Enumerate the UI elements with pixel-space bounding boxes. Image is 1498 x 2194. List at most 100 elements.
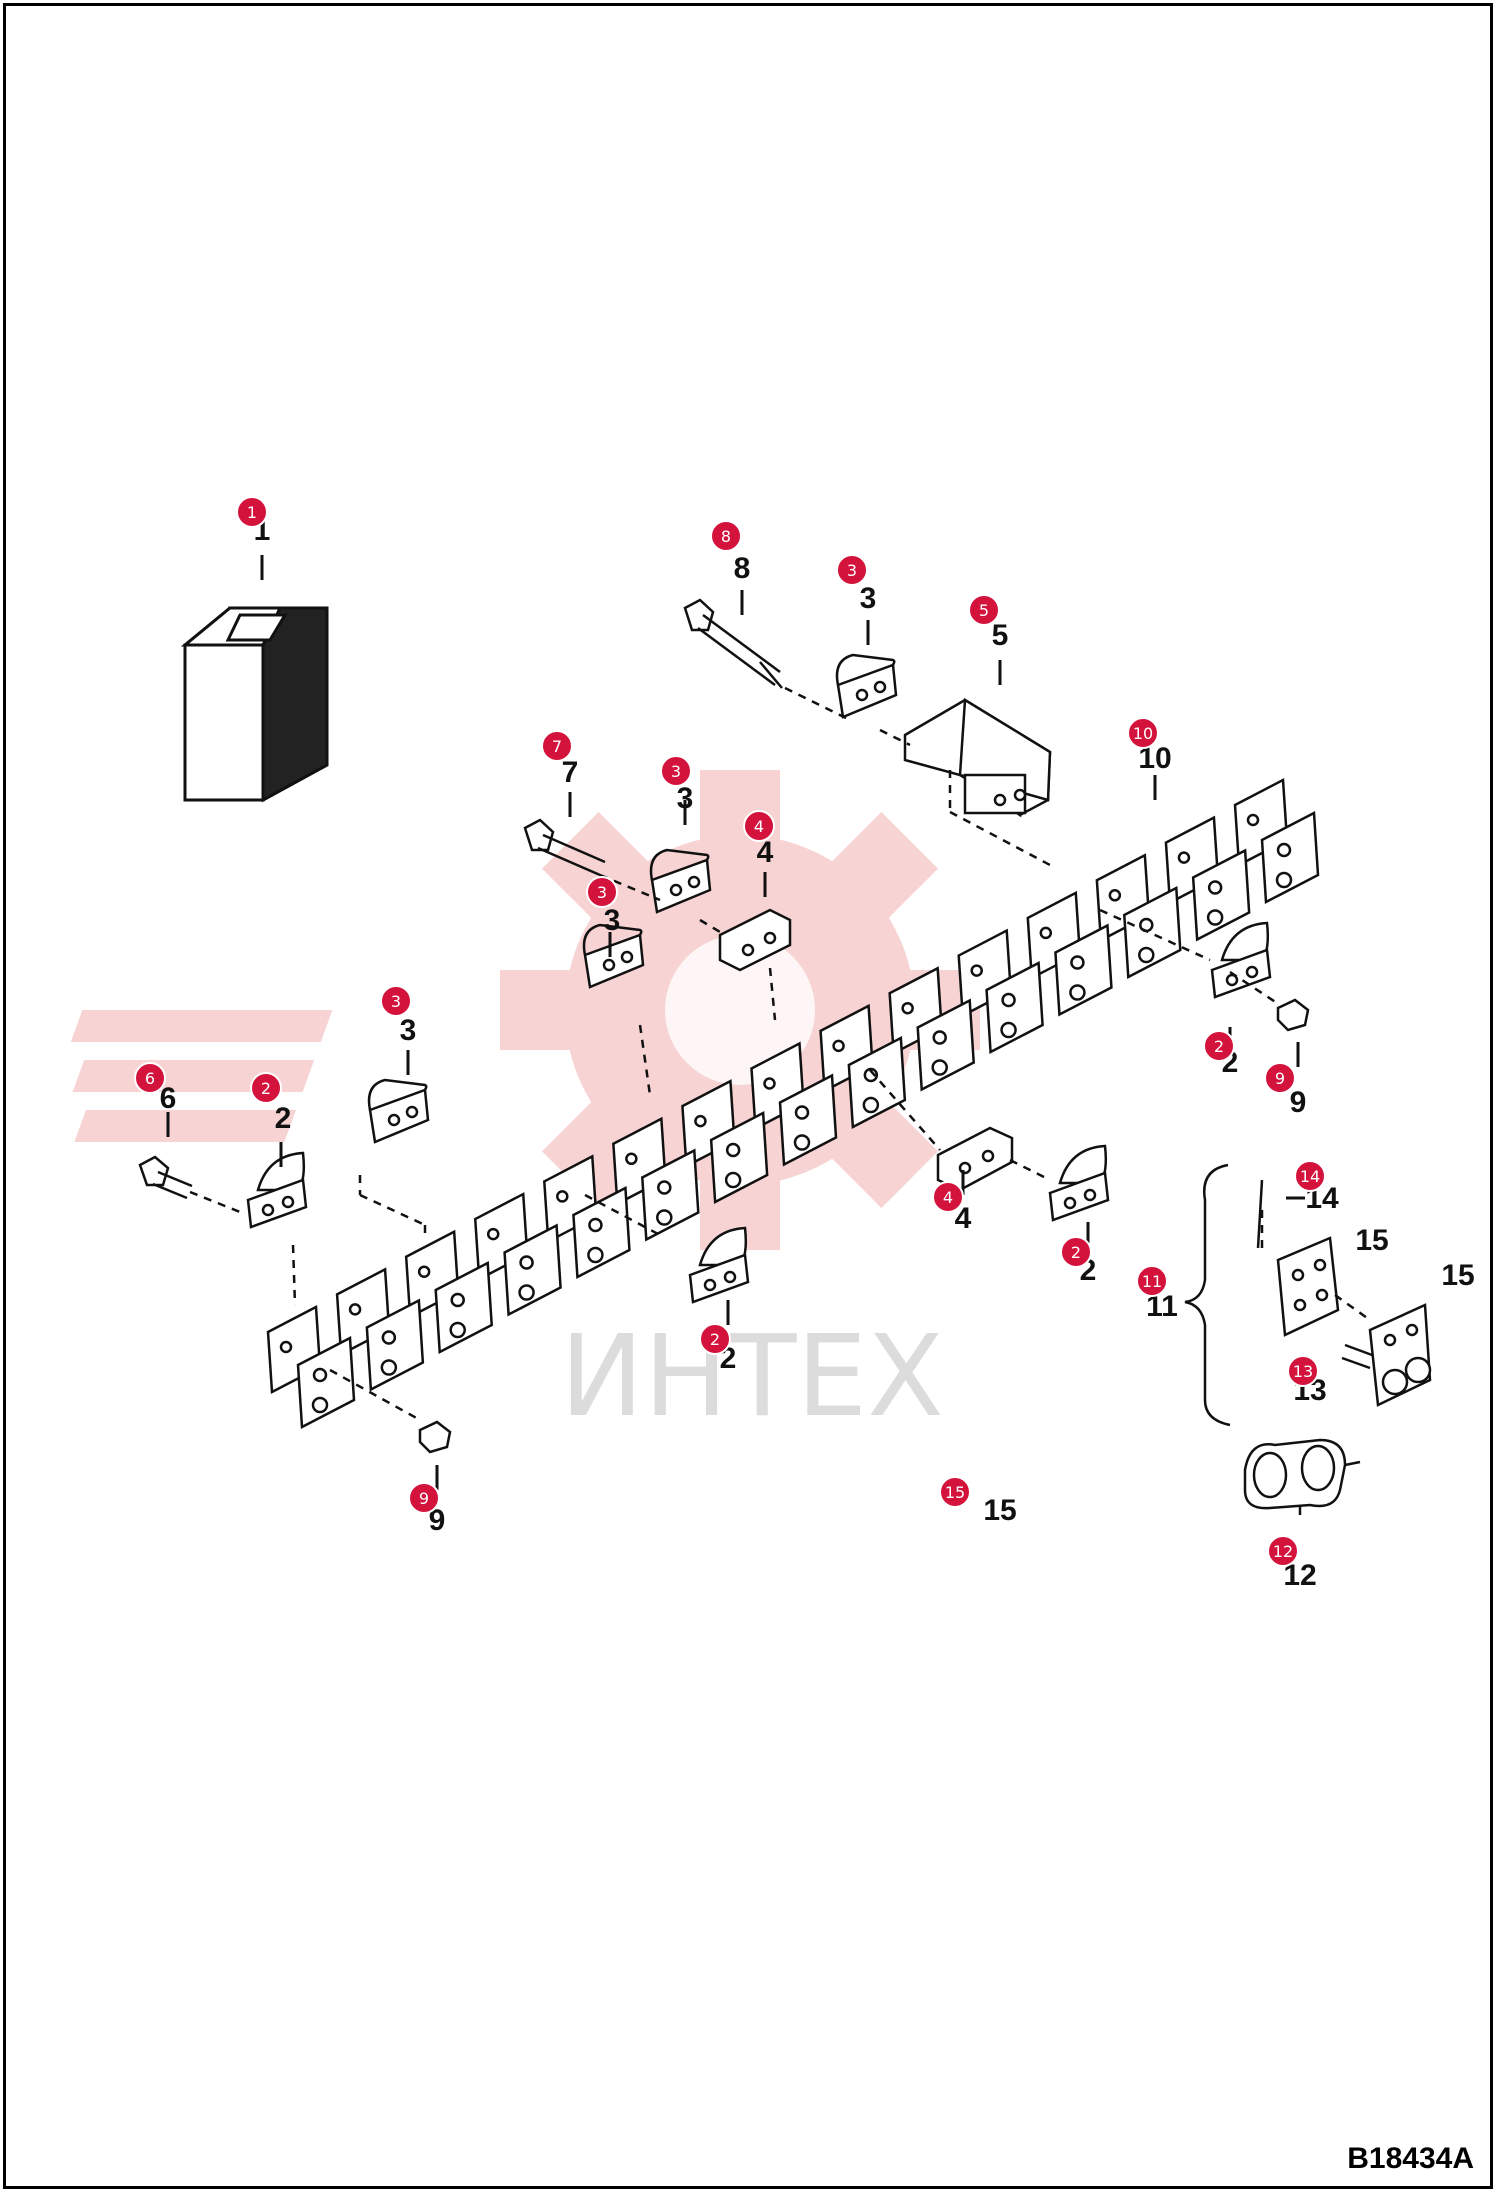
part-8-bolt	[683, 598, 783, 689]
callout-marker-text: 3	[391, 992, 401, 1011]
chain-roller	[449, 1321, 466, 1339]
chain-roller	[1069, 984, 1086, 1001]
callout-marker-text: 6	[145, 1069, 155, 1088]
chain-pin-hole	[279, 1340, 293, 1354]
chain-roller	[724, 1171, 742, 1189]
callout-marker[interactable]	[1287, 1355, 1319, 1387]
chain-pin-hole	[1276, 842, 1292, 858]
callout-c2d: 22	[699, 1323, 736, 1375]
chain-pin-hole	[417, 1265, 431, 1278]
callout-marker[interactable]	[743, 810, 775, 842]
callout-marker[interactable]	[380, 985, 412, 1017]
callout-marker[interactable]	[408, 1482, 440, 1514]
callout-c3b: 33	[660, 755, 693, 815]
callout-marker-text: 4	[943, 1188, 953, 1207]
part-number-label: 4	[955, 1202, 972, 1235]
part-number-label: 4	[757, 836, 774, 869]
callout-marker[interactable]	[710, 520, 742, 552]
callout-c2c: 22	[1060, 1236, 1096, 1287]
chain-pin-hole	[794, 1105, 810, 1120]
chain-pin-hole	[1177, 851, 1191, 864]
callout-marker[interactable]	[236, 496, 268, 528]
callout-marker[interactable]	[586, 876, 618, 908]
part-10-chain	[266, 778, 1320, 1429]
chain-roller	[518, 1284, 535, 1301]
callout-c3d: 33	[380, 985, 417, 1047]
callout-marker[interactable]	[541, 730, 573, 762]
callout-c15b: 15	[1441, 1259, 1474, 1292]
part-number-label: 2	[275, 1102, 292, 1135]
callout-marker-text: 15	[945, 1483, 965, 1502]
part-number-label: 9	[429, 1504, 446, 1537]
callout-marker[interactable]	[1203, 1030, 1235, 1062]
chain-roller	[1275, 871, 1293, 889]
chain-roller	[862, 1096, 880, 1114]
chain-pin-hole	[763, 1077, 776, 1090]
callout-marker[interactable]	[699, 1323, 731, 1355]
callout-marker[interactable]	[134, 1062, 166, 1094]
chain-pin-hole	[519, 1255, 534, 1270]
callout-marker[interactable]	[932, 1181, 964, 1213]
callout-marker-text: 12	[1273, 1542, 1293, 1561]
callout-marker-text: 5	[979, 601, 989, 620]
chain-pin-hole	[970, 964, 983, 977]
chain-roller	[1000, 1021, 1017, 1039]
watermark-logo: ИНТЕХ	[70, 770, 980, 1442]
chain-roller	[311, 1396, 329, 1414]
part-11-connecting-link	[1184, 1163, 1432, 1515]
part-3-bracket-far-left	[367, 1078, 430, 1144]
chain-pin-hole	[312, 1367, 328, 1383]
part-number-label: 3	[860, 582, 877, 615]
chain-pin-hole	[450, 1292, 465, 1308]
callout-marker[interactable]	[660, 755, 692, 787]
part-number-label: 15	[983, 1494, 1016, 1527]
part-7-bolt	[523, 818, 606, 877]
callout-marker-text: 9	[419, 1489, 429, 1508]
callout-marker-text: 2	[1071, 1243, 1081, 1262]
callout-marker[interactable]	[968, 594, 1000, 626]
callout-c15a: 15	[1355, 1224, 1388, 1257]
callout-c2a: 22	[250, 1072, 292, 1135]
chain-pin-hole	[832, 1039, 845, 1053]
chain-pin-hole	[588, 1217, 603, 1233]
callout-marker-text: 14	[1300, 1167, 1320, 1186]
callout-marker-text: 2	[710, 1330, 720, 1349]
chain-pin-hole	[657, 1180, 672, 1195]
callout-marker[interactable]	[836, 554, 868, 586]
callout-marker-text: 1	[247, 503, 257, 522]
diagram-frame	[3, 3, 1493, 2189]
part-9-nut-b	[418, 1420, 452, 1454]
callout-c8: 88	[710, 520, 750, 585]
part-6-bolt	[138, 1155, 193, 1200]
callout-marker[interactable]	[1294, 1160, 1326, 1192]
callout-marker[interactable]	[250, 1072, 282, 1104]
chain-roller	[1138, 946, 1155, 964]
callout-marker[interactable]	[1267, 1535, 1299, 1567]
part-2-cleat-left	[246, 1151, 308, 1229]
chain-pin-hole	[348, 1303, 362, 1316]
callout-marker-text: 4	[754, 817, 764, 836]
chain-pin-hole	[901, 1001, 914, 1015]
callout-c7: 77	[541, 730, 578, 789]
chain-pin-hole	[1108, 889, 1122, 902]
part-number-label: 3	[400, 1014, 417, 1047]
callout-marker[interactable]	[1264, 1062, 1296, 1094]
callout-marker-text: 7	[552, 737, 562, 756]
figure-code: B18434A	[1347, 2142, 1474, 2175]
chain-pin-hole	[694, 1114, 707, 1128]
callout-marker-text: 10	[1133, 724, 1153, 743]
callout-marker[interactable]	[1127, 717, 1159, 749]
part-5-guide	[903, 697, 1052, 818]
part-4-spacer	[718, 908, 792, 972]
callout-marker[interactable]	[1136, 1265, 1168, 1297]
callout-marker[interactable]	[1060, 1236, 1092, 1268]
callout-marker[interactable]	[939, 1476, 971, 1508]
chain-pin-hole	[863, 1067, 879, 1083]
part-number-label: 3	[604, 904, 621, 937]
callout-c6: 66	[134, 1062, 176, 1115]
